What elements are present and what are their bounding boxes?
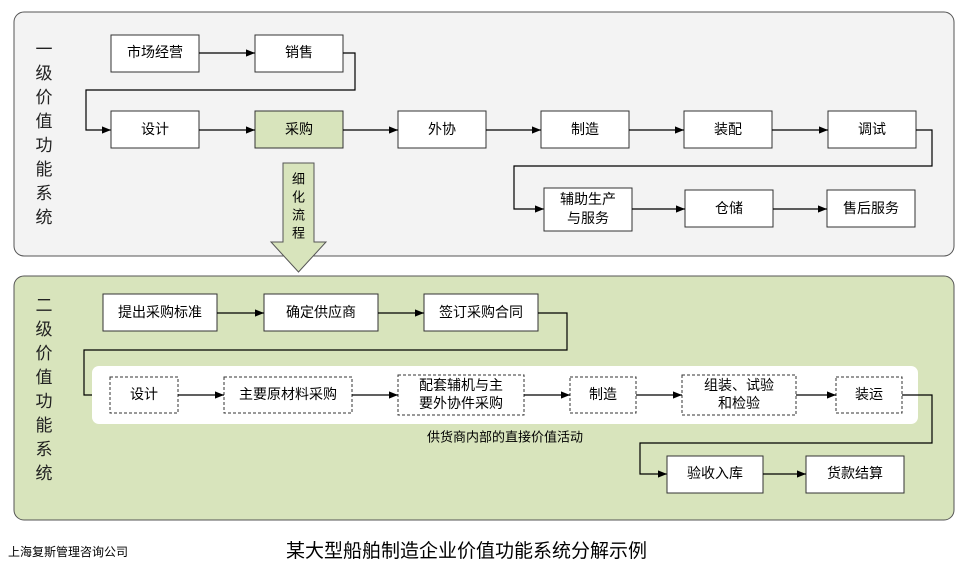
svg-text:市场经营: 市场经营: [127, 44, 183, 61]
svg-text:价: 价: [36, 88, 53, 108]
svg-text:流: 流: [292, 209, 305, 224]
box-debug: 调试: [827, 110, 917, 149]
svg-text:系: 系: [36, 440, 53, 460]
svg-text:仓储: 仓储: [715, 201, 743, 217]
connector-sales-design: [85, 52, 356, 134]
box-raw-material-purchase: 主要原材料采购: [223, 376, 353, 414]
box-aux-production: 辅助生产 与服务: [543, 187, 633, 232]
svg-text:制造: 制造: [571, 122, 599, 138]
svg-text:要外协件采购: 要外协件采购: [419, 396, 503, 412]
box-market: 市场经营: [110, 34, 200, 73]
refine-process-arrow: 细 化 流 程: [269, 162, 328, 273]
box-design: 设计: [110, 110, 200, 149]
svg-text:辅助生产: 辅助生产: [560, 192, 616, 208]
box-manufacture: 制造: [540, 110, 630, 149]
connector-debug-aux: [513, 129, 933, 213]
svg-text:设计: 设计: [130, 387, 158, 403]
svg-text:功: 功: [36, 392, 53, 412]
svg-text:功: 功: [36, 136, 53, 156]
box-assembly-test: 组装、试验 和检验: [681, 374, 797, 416]
svg-text:销售: 销售: [285, 45, 313, 61]
box-l2-design: 设计: [109, 376, 179, 414]
connector-contract-design: [83, 312, 568, 399]
svg-text:提出采购标准: 提出采购标准: [118, 305, 202, 321]
box-storage: 仓储: [684, 189, 774, 228]
svg-text:统: 统: [36, 208, 53, 228]
box-shipping: 装运: [835, 376, 903, 414]
svg-text:程: 程: [292, 227, 305, 242]
box-select-supplier: 确定供应商: [263, 293, 379, 332]
box-after-sales: 售后服务: [826, 189, 916, 228]
box-outsource: 外协: [397, 110, 487, 149]
svg-text:配套辅机与主: 配套辅机与主: [419, 378, 503, 394]
band-caption: 供货商内部的直接价值活动: [427, 430, 583, 446]
svg-text:和检验: 和检验: [718, 396, 760, 412]
company-name: 上海复斯管理咨询公司: [8, 544, 128, 559]
svg-text:级: 级: [36, 320, 53, 340]
svg-text:制造: 制造: [589, 387, 617, 403]
svg-text:统: 统: [36, 464, 53, 484]
box-purchase: 采购: [254, 110, 344, 149]
svg-text:采购: 采购: [285, 122, 313, 138]
figure-title: 某大型船舶制造企业价值功能系统分解示例: [286, 540, 647, 562]
svg-text:调试: 调试: [858, 122, 886, 138]
box-payment: 货款结算: [805, 455, 905, 494]
box-acceptance: 验收入库: [666, 455, 764, 494]
svg-text:主要原材料采购: 主要原材料采购: [239, 387, 337, 403]
svg-text:装运: 装运: [855, 387, 883, 403]
box-l2-manufacture: 制造: [569, 376, 637, 414]
svg-text:验收入库: 验收入库: [687, 466, 743, 482]
svg-text:售后服务: 售后服务: [843, 201, 899, 217]
svg-text:化: 化: [292, 191, 305, 206]
svg-text:系: 系: [36, 184, 53, 204]
svg-text:能: 能: [36, 416, 53, 436]
level1-title: 一 级 价 值 功 能 系 统: [36, 40, 53, 228]
svg-text:与服务: 与服务: [567, 211, 609, 227]
level2-title: 二 级 价 值 功 能 系 统: [36, 296, 53, 484]
svg-text:值: 值: [36, 112, 53, 132]
svg-text:二: 二: [36, 296, 53, 316]
box-procurement-standard: 提出采购标准: [102, 293, 218, 332]
svg-text:组装、试验: 组装、试验: [704, 378, 774, 394]
svg-text:装配: 装配: [714, 122, 742, 138]
svg-text:价: 价: [36, 344, 53, 364]
svg-text:货款结算: 货款结算: [827, 465, 883, 482]
svg-text:一: 一: [36, 40, 53, 60]
box-aux-parts-purchase: 配套辅机与主 要外协件采购: [397, 374, 525, 416]
svg-text:级: 级: [36, 64, 53, 84]
svg-text:值: 值: [36, 368, 53, 388]
svg-text:确定供应商: 确定供应商: [286, 304, 356, 321]
connector-shipping-acceptance: [639, 394, 933, 478]
svg-text:设计: 设计: [141, 122, 169, 138]
svg-text:能: 能: [36, 160, 53, 180]
box-sales: 销售: [254, 34, 344, 73]
svg-text:外协: 外协: [428, 122, 456, 138]
svg-text:签订采购合同: 签订采购合同: [439, 304, 523, 321]
box-assembly: 装配: [683, 110, 773, 149]
svg-text:细: 细: [292, 173, 305, 188]
box-sign-contract: 签订采购合同: [423, 293, 539, 332]
